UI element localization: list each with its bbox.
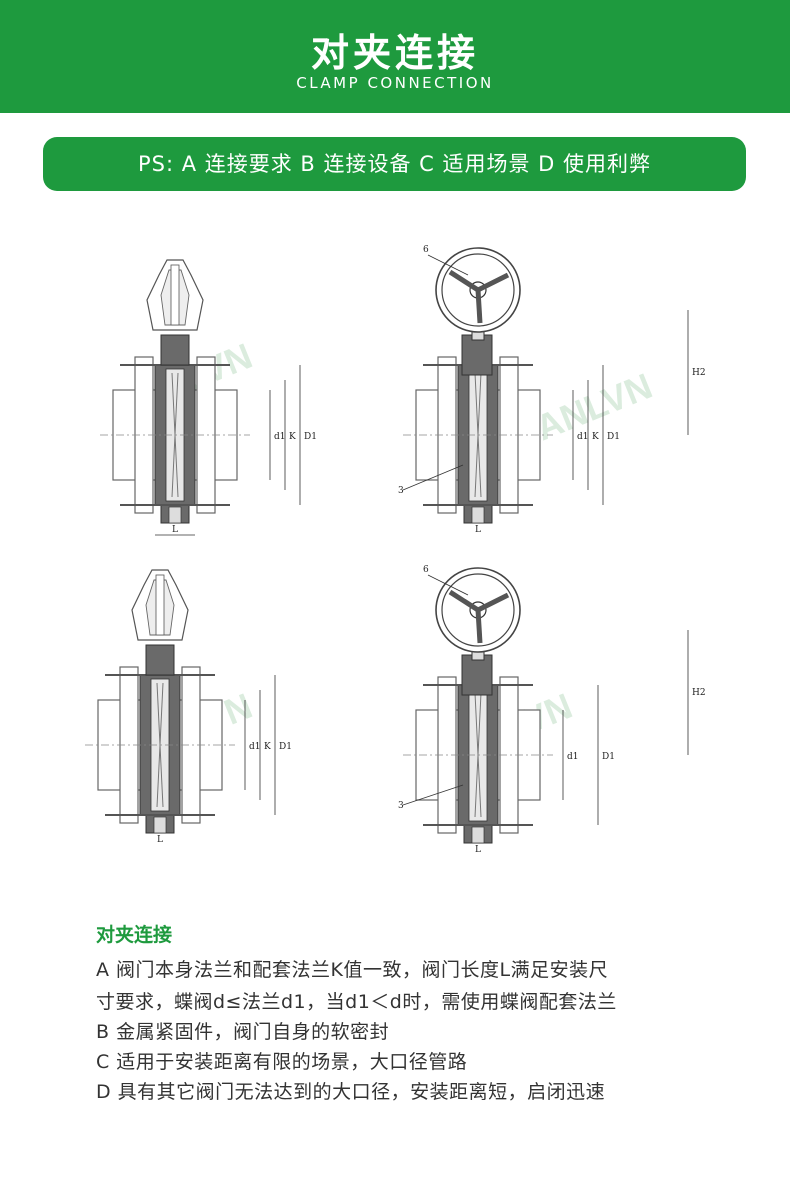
callout-3: 3: [398, 486, 404, 496]
dim-d1: d1: [567, 752, 579, 762]
callout-6: 6: [423, 565, 429, 575]
callout-6: 6: [423, 245, 429, 255]
callout-3: 3: [398, 801, 404, 811]
section-title: 对夹连接: [96, 924, 173, 946]
ps-banner: PS: A 连接要求 B 连接设备 C 适用场景 D 使用利弊: [43, 137, 746, 191]
dim-d1-outer: D1: [279, 742, 292, 752]
dim-l: L: [475, 845, 481, 855]
dim-k: K: [264, 742, 271, 752]
dim-l: L: [157, 835, 163, 845]
desc-line-a2: 寸要求，蝶阀d≤法兰d1，当d1＜d时，需使用蝶阀配套法兰: [96, 991, 617, 1013]
dim-d1-outer: D1: [602, 752, 615, 762]
dim-d1: d1: [249, 742, 261, 752]
drawing-lever-bottom-left: d1 K D1 L: [84, 569, 292, 845]
dim-d1: d1: [274, 432, 286, 442]
desc-line-b: B 金属紧固件，阀门自身的软密封: [96, 1021, 390, 1043]
page-header: 对夹连接 CLAMP CONNECTION: [0, 0, 790, 113]
page-subtitle: CLAMP CONNECTION: [296, 74, 494, 92]
dim-h2: H2: [692, 368, 706, 378]
drawing-gear-bottom-right: d1 D1 H2 L 6 3: [398, 565, 706, 855]
drawing-lever-top-left: d1 K D1 L: [99, 259, 317, 536]
desc-line-c: C 适用于安装距离有限的场景，大口径管路: [96, 1051, 468, 1073]
dim-l: L: [475, 525, 481, 535]
dim-h2: H2: [692, 688, 706, 698]
dim-d1-outer: D1: [607, 432, 620, 442]
page-title: 对夹连接: [310, 31, 479, 75]
desc-line-a1: A 阀门本身法兰和配套法兰K值一致，阀门长度L满足安装尺: [96, 959, 609, 981]
dim-k: K: [289, 432, 296, 442]
desc-line-d: D 具有其它阀门无法达到的大口径，安装距离短，启闭迅速: [96, 1081, 606, 1103]
dim-d1: d1: [577, 432, 589, 442]
dim-k: K: [592, 432, 599, 442]
valve-technical-drawings: SANLVN SANLVN SANLVN SANLVN d1 K D1 L: [84, 245, 706, 855]
drawing-gear-top-right: d1 K D1 H2 L 6 3: [398, 245, 706, 535]
dim-d1-outer: D1: [304, 432, 317, 442]
dim-l: L: [172, 525, 178, 535]
